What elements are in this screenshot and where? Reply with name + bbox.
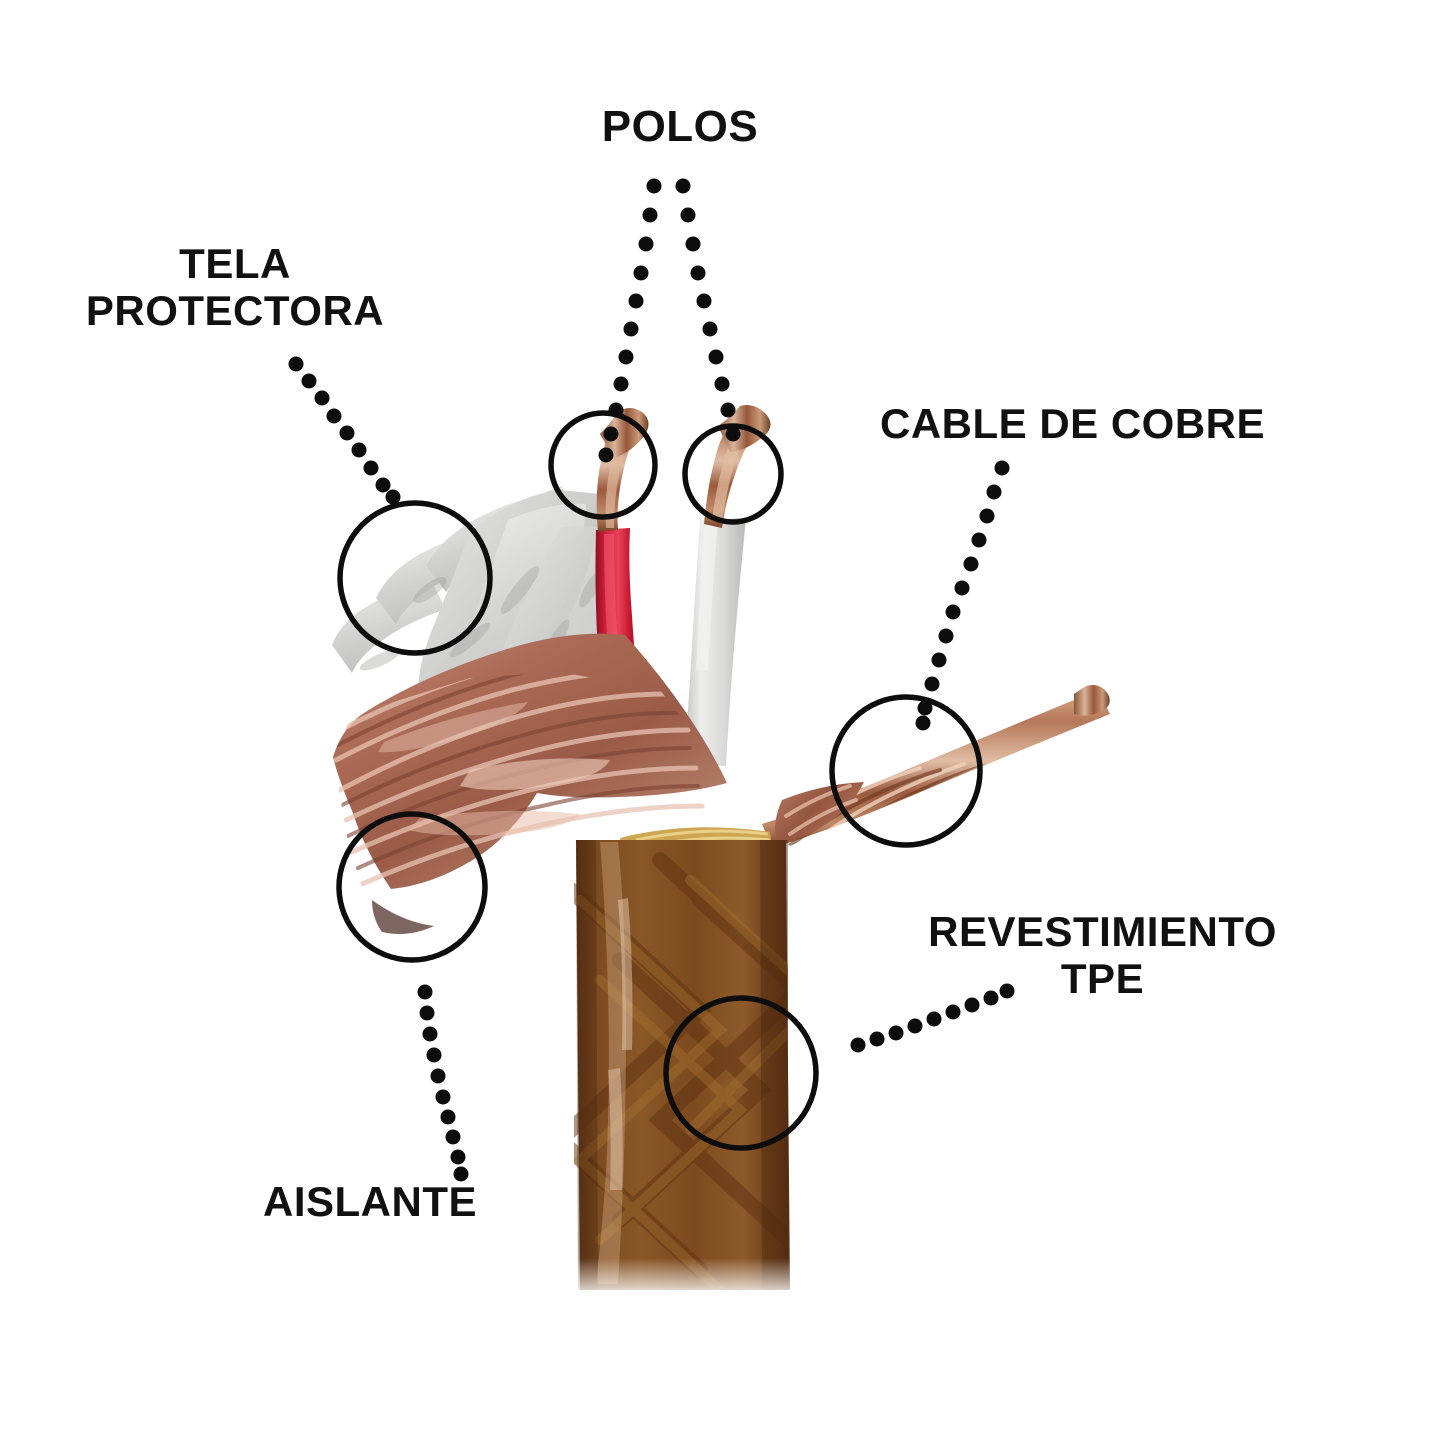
- label-polos: POLOS: [601, 102, 759, 151]
- tpe-outer-jacket: [560, 840, 810, 1300]
- leader-aislante: [417, 984, 469, 1182]
- leader-tela: [288, 356, 401, 505]
- label-revestimiento-tpe: REVESTIMIENTO TPE: [928, 908, 1277, 1003]
- pole-white-wire: [686, 405, 771, 766]
- callout-circle-aislante[interactable]: [336, 811, 488, 963]
- label-cable-de-cobre: CABLE DE COBRE: [880, 400, 1266, 447]
- leader-tpe: [850, 983, 1015, 1053]
- callout-circles: [336, 410, 983, 1151]
- callout-circle-tela[interactable]: [337, 500, 493, 656]
- callout-circle-polos-left[interactable]: [548, 410, 658, 520]
- label-aislante: AISLANTE: [263, 1178, 477, 1225]
- callout-circle-polos-right[interactable]: [682, 423, 784, 525]
- callout-circle-tpe[interactable]: [663, 995, 819, 1151]
- leader-polos-right: [675, 178, 741, 442]
- label-tela-protectora: TELA PROTECTORA: [85, 240, 385, 335]
- leader-lines: [288, 178, 1015, 1182]
- leader-polos-left: [598, 178, 662, 463]
- insulation-foil: [333, 633, 864, 934]
- callout-circle-cobre[interactable]: [829, 694, 983, 848]
- leader-cobre: [915, 460, 1010, 731]
